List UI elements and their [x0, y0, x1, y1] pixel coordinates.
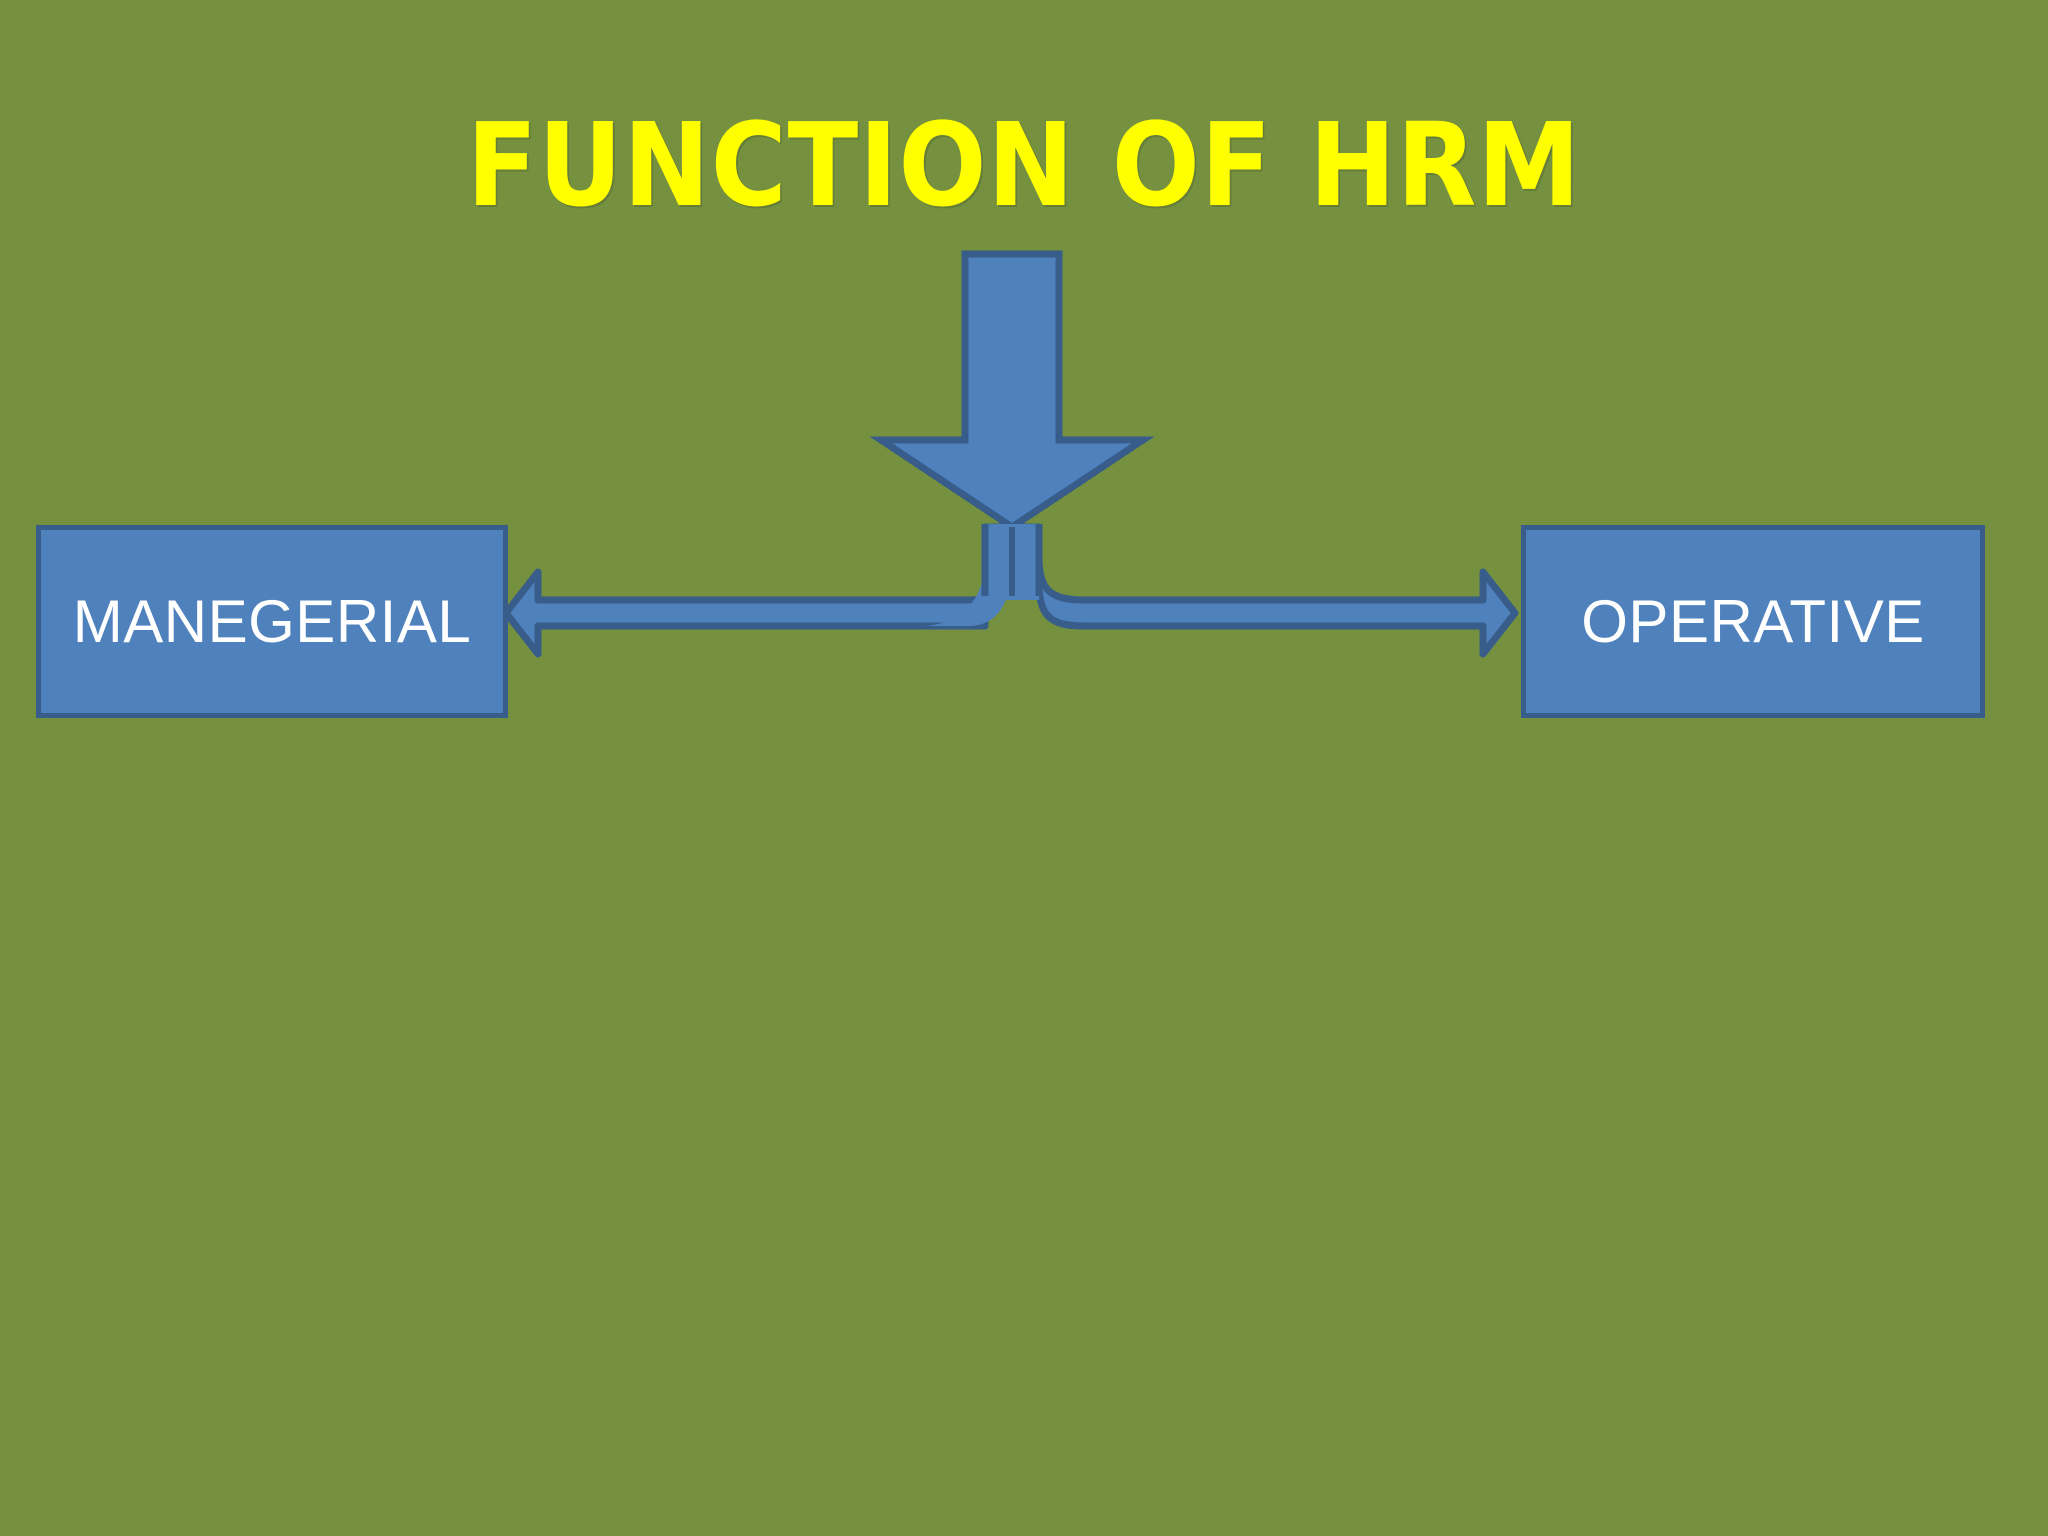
node-operative[interactable]: OPERATIVE [1521, 525, 1985, 718]
page-title: FUNCTION OF HRM [466, 99, 1582, 233]
node-managerial[interactable]: MANEGERIAL [36, 525, 508, 718]
elbow-arrow-left-body-fix [920, 527, 1012, 626]
elbow-arrow-right-icon [1008, 523, 1519, 658]
elbow-arrow-left-icon [502, 523, 1016, 658]
split-junction-stem [985, 524, 1039, 600]
down-arrow-icon [869, 250, 1155, 532]
node-managerial-label: MANEGERIAL [72, 587, 472, 655]
node-operative-label: OPERATIVE [1581, 587, 1925, 655]
